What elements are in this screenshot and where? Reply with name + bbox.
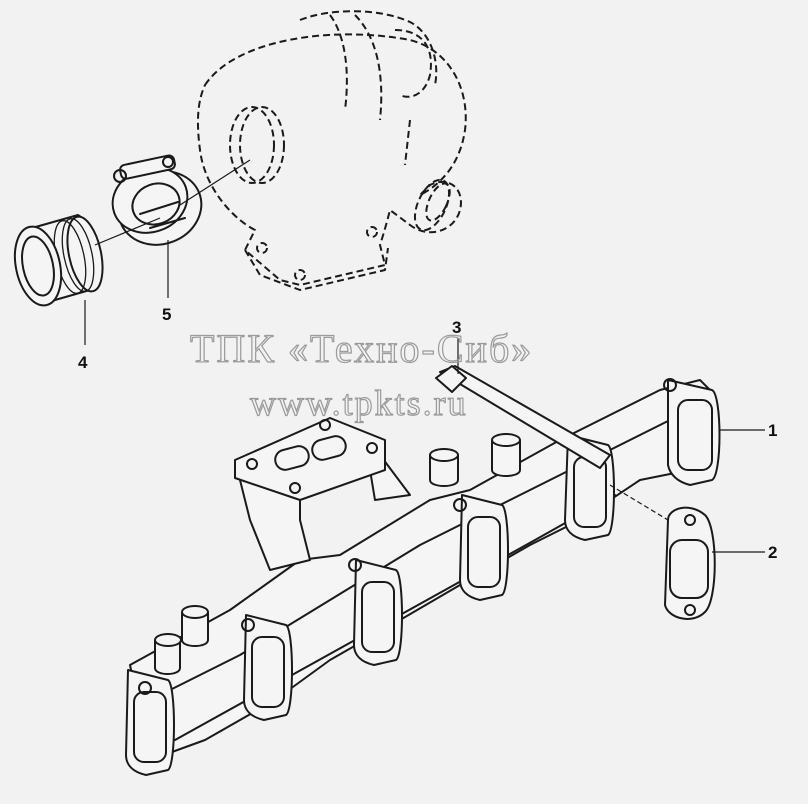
hose-clamp — [111, 154, 203, 246]
leader-2-dashed — [609, 484, 669, 521]
callout-3: 3 — [452, 318, 461, 337]
leader-lines — [84, 240, 765, 553]
callout-5: 5 — [162, 305, 171, 324]
callout-2: 2 — [768, 543, 777, 562]
exhaust-manifold — [125, 378, 721, 776]
turbocharger-outline — [196, 10, 467, 291]
callout-1: 1 — [768, 421, 777, 440]
watermark-company: ТПК «Техно-Сиб» — [190, 326, 533, 371]
watermark-url: www.tpkts.ru — [250, 383, 468, 423]
assembly-axis-line — [94, 159, 251, 246]
gasket — [664, 506, 716, 620]
pipe-connector — [13, 214, 104, 307]
callout-4: 4 — [78, 353, 88, 372]
